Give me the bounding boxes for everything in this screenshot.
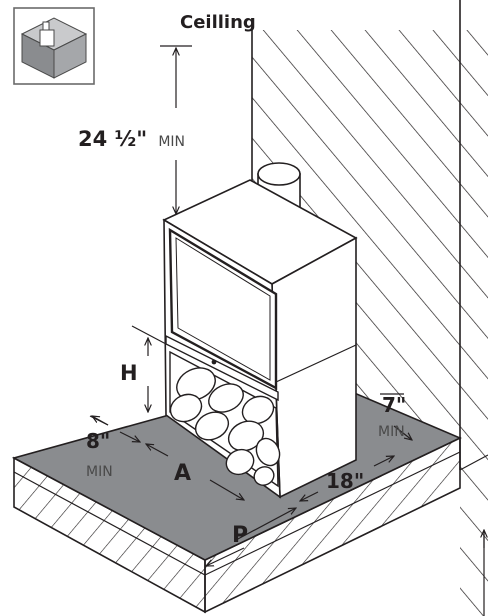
rear-width-value: 18" <box>326 469 364 493</box>
side-clearance-value: 8" <box>86 429 110 453</box>
a-label: A <box>174 461 191 486</box>
firewood-logs <box>169 367 281 486</box>
side-clearance-dimension <box>89 416 140 442</box>
side-clearance-min: MIN <box>86 464 113 480</box>
top-clearance-dimension <box>160 45 192 214</box>
p-label: P <box>232 523 248 548</box>
top-clearance-value: 24 ½" <box>78 127 147 151</box>
installation-view-thumbnail-icon <box>13 7 95 85</box>
h-label: H <box>120 361 138 385</box>
rear-clearance-dimension <box>380 393 412 440</box>
p-dimension <box>206 508 296 566</box>
a-dimension <box>146 444 244 500</box>
top-clearance-label: 24 ½" MIN <box>78 127 185 151</box>
top-clearance-min: MIN <box>158 134 185 150</box>
rear-clearance-min: MIN <box>378 424 405 440</box>
rear-clearance-value: 7" <box>382 393 406 417</box>
rear-width-dimension <box>300 456 394 501</box>
ceiling-label: Ceilling <box>180 12 256 33</box>
h-dimension <box>131 325 167 412</box>
floor-line <box>459 454 488 471</box>
